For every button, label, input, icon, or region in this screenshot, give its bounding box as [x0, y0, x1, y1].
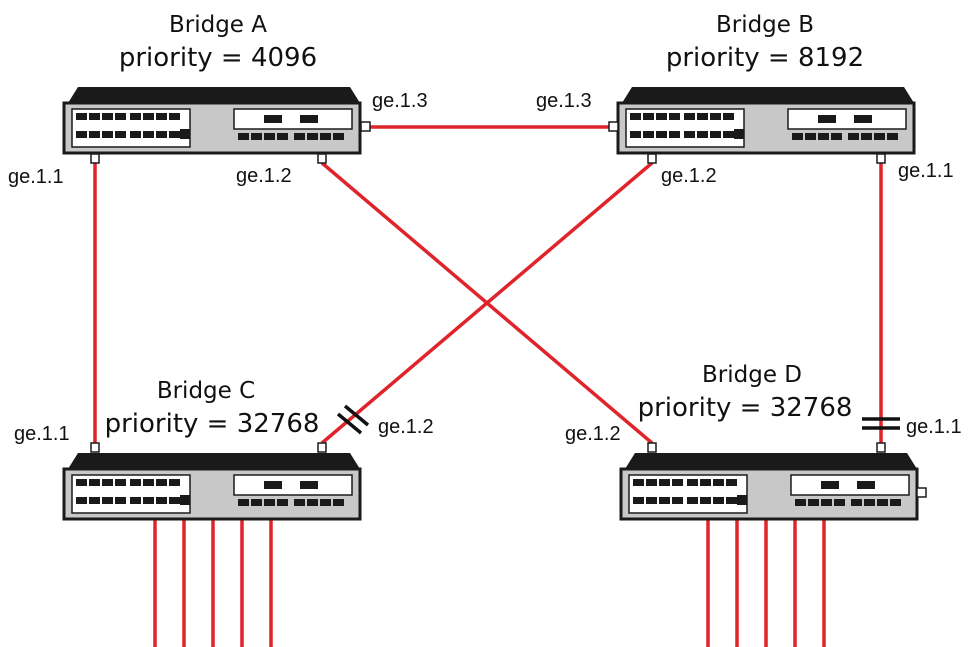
- bridge-b-port-ge13: [608, 121, 619, 132]
- bridge-a-priority: priority = 4096: [119, 43, 317, 73]
- bridge-a-port-ge11: [90, 153, 100, 164]
- bridge-d-ge11-label: ge.1.1: [906, 416, 962, 438]
- bridge-c-ge11-label: ge.1.1: [14, 423, 70, 445]
- bridge-c-ge12-label: ge.1.2: [378, 416, 434, 438]
- bridge-d-priority: priority = 32768: [638, 393, 853, 423]
- blocked-port-icon: [336, 404, 370, 435]
- bridge-b-name: Bridge B: [716, 12, 814, 38]
- bridge-b-priority: priority = 8192: [666, 43, 864, 73]
- network-switch-icon: [62, 451, 362, 521]
- bridge-c-priority: priority = 32768: [105, 409, 320, 439]
- network-switch-icon: [619, 451, 919, 521]
- link-b-c: [320, 161, 654, 445]
- bridge-d-ge12-label: ge.1.2: [565, 423, 621, 445]
- bridge-d-host-links: [706, 517, 826, 647]
- bridge-c: Bridge C priority = 32768 ge.1.1 ge.1.2: [14, 378, 434, 521]
- bridge-a: Bridge A priority = 4096 ge.1.1 ge.1.2 g…: [8, 12, 428, 188]
- blocked-port-icon: [862, 417, 900, 430]
- bridge-d-side-port: [916, 487, 927, 498]
- bridge-c-port-ge12: [317, 442, 327, 453]
- bridge-b-ge13-label: ge.1.3: [536, 90, 592, 112]
- bridge-d-port-ge11: [876, 442, 886, 453]
- bridge-b-port-ge12: [647, 153, 657, 164]
- bridge-b-ge11-label: ge.1.1: [898, 160, 954, 182]
- bridge-c-host-links: [153, 517, 273, 647]
- bridge-c-port-ge11: [90, 442, 100, 453]
- bridge-a-ge11-label: ge.1.1: [8, 166, 64, 188]
- bridge-c-name: Bridge C: [157, 378, 255, 404]
- network-switch-icon: [616, 85, 916, 155]
- bridge-d-name: Bridge D: [702, 362, 802, 388]
- bridge-a-port-ge12: [317, 153, 327, 164]
- bridge-b-port-ge11: [876, 153, 886, 164]
- network-switch-icon: [62, 85, 362, 155]
- bridge-a-name: Bridge A: [169, 12, 267, 38]
- bridge-a-ge13-label: ge.1.3: [372, 90, 428, 112]
- bridge-a-port-ge13: [360, 121, 371, 132]
- bridge-b-ge12-label: ge.1.2: [661, 165, 717, 187]
- links: [93, 125, 883, 647]
- bridge-b: Bridge B priority = 8192 ge.1.3 ge.1.2 g…: [536, 12, 954, 187]
- bridge-a-ge12-label: ge.1.2: [236, 165, 292, 187]
- bridge-d: Bridge D priority = 32768 ge.1.2 ge.1.1: [565, 362, 962, 521]
- bridge-d-port-ge12: [647, 442, 657, 453]
